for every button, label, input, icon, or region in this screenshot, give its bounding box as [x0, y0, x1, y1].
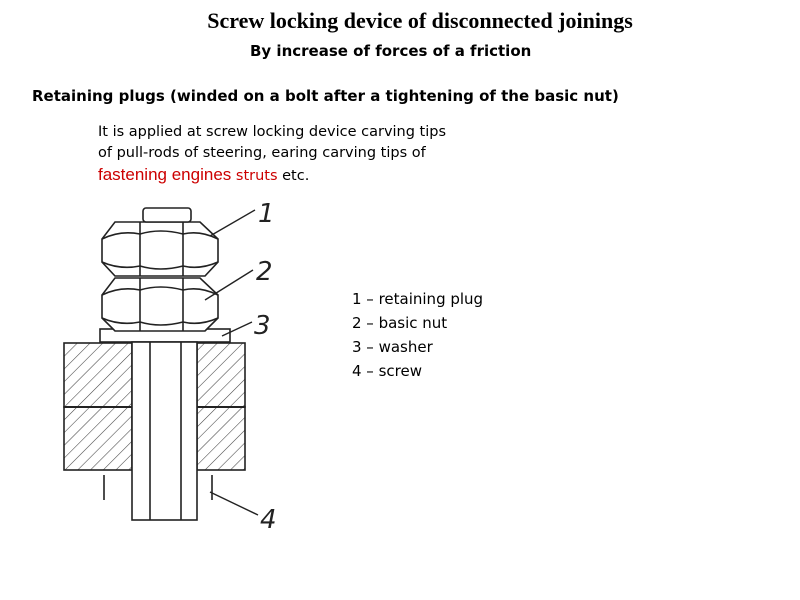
basic-nut — [101, 277, 219, 332]
legend-item-1: 1 – retaining plug — [352, 290, 484, 308]
legend: 1 – retaining plug 2 – basic nut 3 – was… — [352, 287, 483, 383]
callout-1: 1 — [258, 199, 275, 229]
bolt-tip — [142, 207, 192, 223]
callout-3: 3 — [254, 311, 271, 341]
page-title: Screw locking device of disconnected joi… — [207, 8, 633, 33]
lower-plate — [63, 406, 246, 471]
page-subtitle: By increase of forces of a friction — [250, 42, 532, 60]
section-heading: Retaining plugs (winded on a bolt after … — [32, 87, 619, 105]
legend-item-4: 4 – screw — [352, 362, 422, 380]
description-tail: etc. — [277, 168, 310, 184]
description-highlight-1: fastening engines — [98, 165, 232, 184]
retaining-plug — [101, 221, 219, 277]
description-line-1: It is applied at screw locking device ca… — [98, 124, 447, 140]
leader-lines — [204, 209, 259, 516]
legend-item-3: 3 – washer — [352, 338, 433, 356]
description-highlight-2: struts — [235, 168, 278, 184]
screw — [103, 341, 213, 521]
description-paragraph: It is applied at screw locking device ca… — [98, 122, 518, 187]
callout-numbers: 1 2 3 4 — [254, 199, 277, 535]
legend-item-2: 2 – basic nut — [352, 314, 448, 332]
callout-2: 2 — [256, 257, 273, 287]
callout-4: 4 — [260, 505, 277, 535]
description-line-2: of pull-rods of steering, earing carving… — [98, 145, 426, 161]
